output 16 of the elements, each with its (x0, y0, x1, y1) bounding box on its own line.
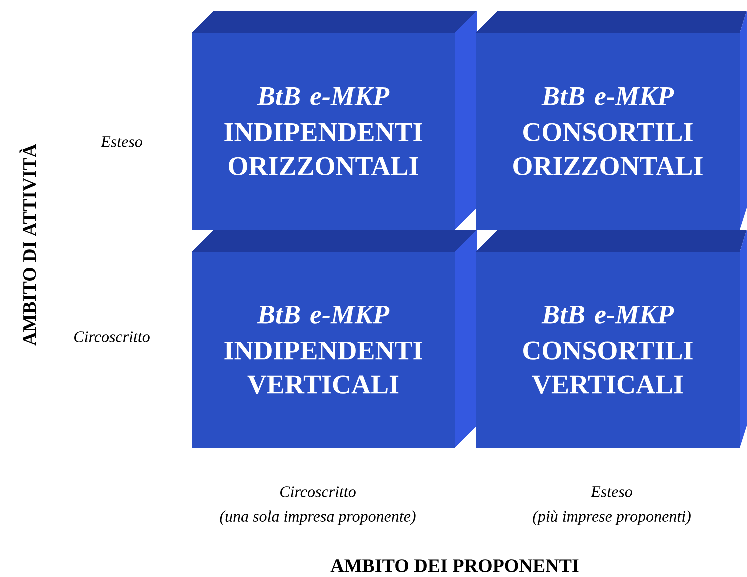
axis-title: AMBITO DEI PROPONENTI (330, 560, 579, 572)
axis-category-label: Esteso (100, 136, 142, 148)
node-label: BtB e-MKP (257, 88, 390, 106)
block: BtB e-MKP CONSORTILI ORIZZONTALI (476, 11, 747, 230)
axis-category-label: Circoscritto (280, 486, 356, 498)
axis-category-label: (più imprese proponenti) (533, 510, 691, 526)
node-label: INDIPENDENTI ORIZZONTALI (224, 124, 422, 176)
node-label: INDIPENDENTI VERTICALI (224, 342, 422, 394)
block: BtB e-MKP INDIPENDENTI VERTICALI (192, 230, 477, 448)
axis-category-label: Circoscritto (74, 332, 150, 342)
node-label: BtB e-MKP (257, 306, 390, 324)
axis-category-label: (una sola impresa proponente) (220, 510, 416, 526)
block: BtB e-MKP CONSORTILI VERTICALI (476, 230, 747, 448)
axis-category-label: Esteso (590, 486, 632, 498)
axis-title: AMBITO DI ATTIVITÀ (20, 144, 36, 346)
block: BtB e-MKP INDIPENDENTI ORIZZONTALI (192, 11, 477, 230)
